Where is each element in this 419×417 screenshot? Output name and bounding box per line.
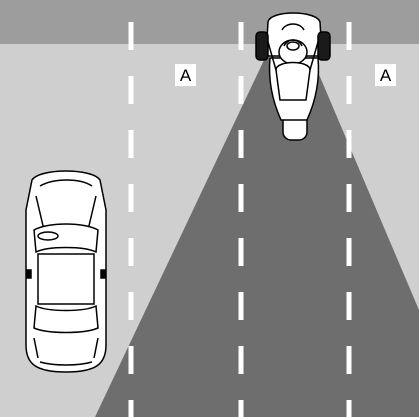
zone-label-right-text: A	[380, 66, 392, 85]
car-icon	[26, 171, 106, 372]
zone-label-right: A	[375, 64, 396, 86]
zone-label-left-text: A	[180, 66, 192, 85]
zone-label-left: A	[175, 64, 196, 86]
far-road-band	[0, 0, 419, 44]
